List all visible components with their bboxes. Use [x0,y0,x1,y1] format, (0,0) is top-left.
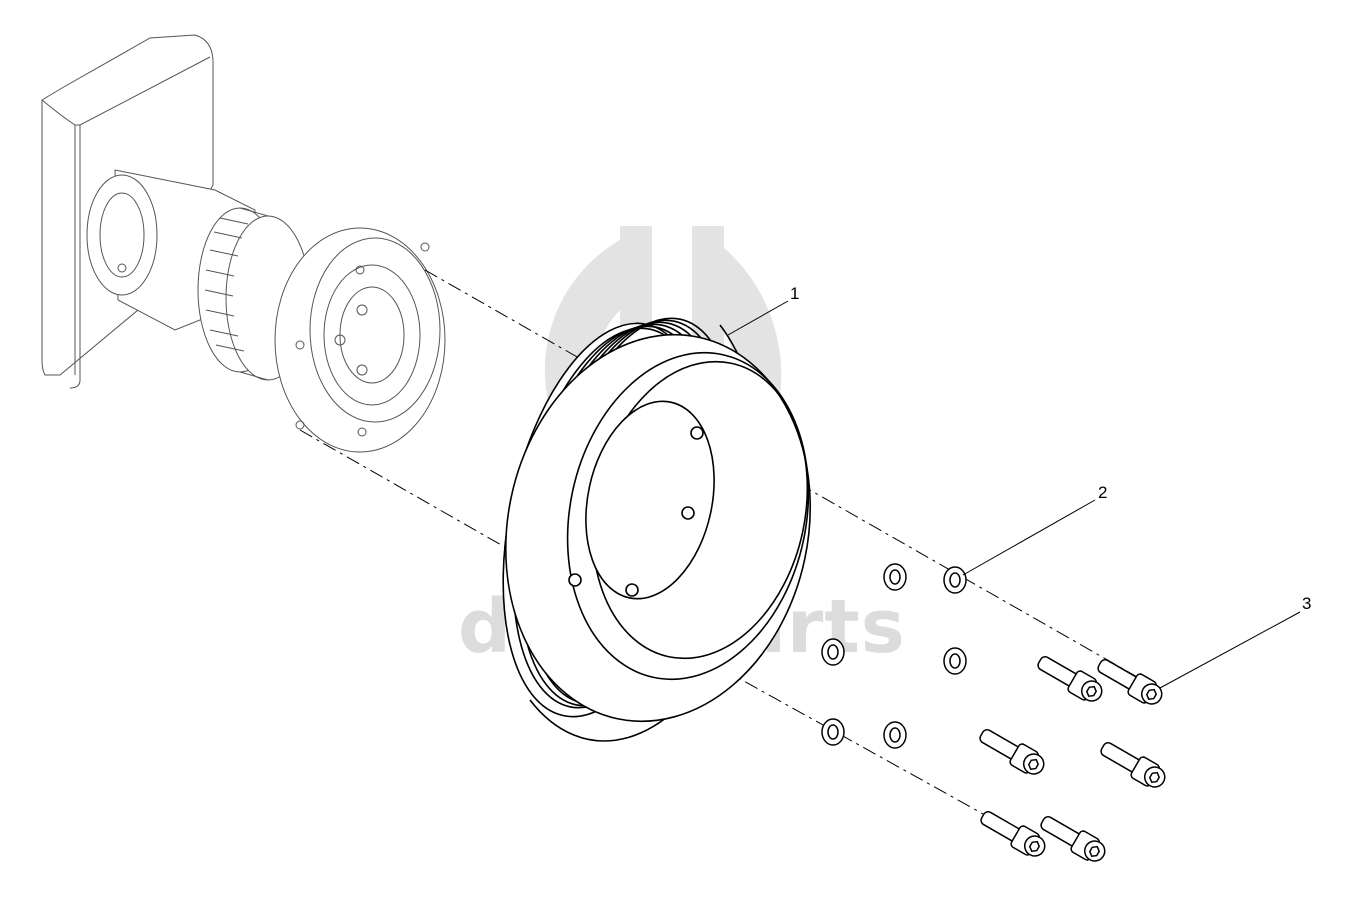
crank-gear [197,207,311,381]
washer [821,718,845,746]
cap-screw [1040,816,1106,862]
callout-2-label: 2 [1098,483,1107,502]
cap-screws [979,656,1166,862]
crank-hub-flange [274,227,446,453]
washer [883,721,907,749]
cap-screw [1097,659,1163,705]
callout-1-label: 1 [790,284,799,303]
cap-screw [1100,742,1166,788]
cap-screw [1037,656,1103,702]
lock-washers [821,563,967,749]
cap-screw [980,811,1046,857]
crankshaft-assembly [41,34,446,453]
callouts [727,300,1301,689]
washer [943,566,967,594]
washer [821,638,845,666]
washer [883,563,907,591]
callout-2-leader [962,499,1096,576]
cap-screw [979,729,1045,775]
callout-3-leader [1159,611,1301,689]
washer [943,647,967,675]
callout-3-label: 3 [1302,594,1311,613]
callout-1-leader [727,300,789,336]
pulley [502,317,812,742]
